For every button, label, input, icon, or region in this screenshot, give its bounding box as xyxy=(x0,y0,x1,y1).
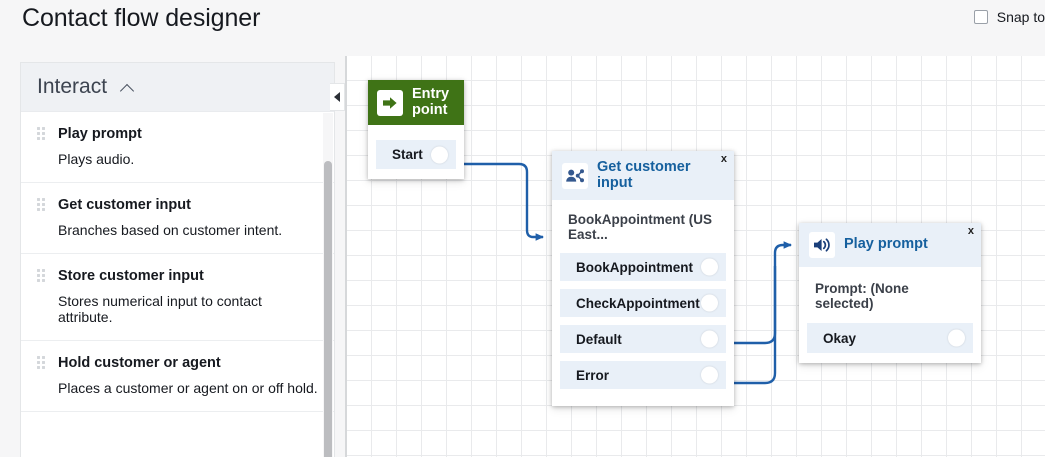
port-label: Error xyxy=(576,367,610,383)
arrow-right-enter-icon xyxy=(377,89,403,116)
sidebar-item-label: Store customer input xyxy=(58,268,204,284)
drag-handle-icon[interactable] xyxy=(37,127,45,141)
port-connector-dot[interactable] xyxy=(948,329,965,347)
node-title: Get customer input xyxy=(597,159,691,191)
sidebar-scrollbar[interactable] xyxy=(323,113,333,457)
node-ports: Start xyxy=(368,125,464,179)
port-connector-dot[interactable] xyxy=(701,258,718,276)
port-connector-dot[interactable] xyxy=(701,366,718,384)
chevron-up-icon[interactable] xyxy=(121,83,136,92)
flow-canvas[interactable]: Entry point Start xyxy=(347,56,1045,457)
flow-node-entry-point[interactable]: Entry point Start xyxy=(368,80,464,180)
node-subtitle: BookAppointment (US East... xyxy=(568,212,712,243)
port-label: CheckAppointment xyxy=(576,295,700,311)
sidebar-item-list: Play prompt Plays audio. Get customer in… xyxy=(21,112,334,412)
snap-to-label: Snap to xyxy=(996,9,1045,25)
drag-handle-icon[interactable] xyxy=(37,269,45,283)
snap-to-checkbox[interactable] xyxy=(973,10,988,24)
components-sidebar: Interact Play prompt Plays audio. xyxy=(20,62,335,457)
drag-handle-icon[interactable] xyxy=(37,198,45,212)
port-connector-dot[interactable] xyxy=(701,294,718,312)
sidebar-collapse-button[interactable] xyxy=(330,83,345,111)
speaker-icon xyxy=(809,232,835,258)
drag-handle-icon[interactable] xyxy=(37,356,45,370)
sidebar-item-label: Get customer input xyxy=(58,197,191,213)
node-title: Entry point xyxy=(412,86,450,118)
sidebar-item-play-prompt[interactable]: Play prompt Plays audio. xyxy=(21,112,334,183)
sidebar-item-get-customer-input[interactable]: Get customer input Branches based on cus… xyxy=(21,183,334,254)
close-icon[interactable]: x xyxy=(720,153,727,165)
port-label: Okay xyxy=(823,330,857,346)
sidebar-item-header: Play prompt xyxy=(37,126,318,142)
port-row-default[interactable]: Default xyxy=(560,325,726,354)
port-label: Start xyxy=(392,147,423,163)
close-icon[interactable]: x xyxy=(967,225,974,237)
sidebar-item-label: Play prompt xyxy=(58,126,142,142)
node-header: Play prompt x xyxy=(799,223,981,267)
port-connector-dot[interactable] xyxy=(701,330,718,348)
caret-left-icon xyxy=(334,92,340,102)
port-row-bookappointment[interactable]: BookAppointment xyxy=(560,253,726,282)
sidebar-section-title: Interact xyxy=(37,75,108,98)
sidebar-item-description: Branches based on customer intent. xyxy=(58,222,283,238)
top-bar: Contact flow designer Snap to xyxy=(0,0,1045,56)
port-label: Default xyxy=(576,331,622,347)
sidebar-section-header-interact[interactable]: Interact xyxy=(21,63,334,112)
sidebar-item-header: Store customer input xyxy=(37,268,318,284)
sidebar-item-hold-customer-or-agent[interactable]: Hold customer or agent Places a customer… xyxy=(21,341,334,412)
canvas-left-edge xyxy=(345,56,347,457)
sidebar-item-store-customer-input[interactable]: Store customer input Stores numerical in… xyxy=(21,254,334,341)
sidebar-item-header: Get customer input xyxy=(37,197,318,213)
sidebar-scrollbar-thumb[interactable] xyxy=(324,161,332,457)
port-row-okay[interactable]: Okay xyxy=(807,323,973,353)
sidebar-item-label: Hold customer or agent xyxy=(58,355,221,371)
snap-to-control[interactable]: Snap to xyxy=(973,9,1045,25)
page-title: Contact flow designer xyxy=(22,4,261,32)
port-connector-dot[interactable] xyxy=(431,146,448,164)
customer-branch-icon xyxy=(562,162,588,189)
node-title: Play prompt xyxy=(844,236,928,253)
sidebar-item-header: Hold customer or agent xyxy=(37,355,318,371)
sidebar-item-description: Places a customer or agent on or off hol… xyxy=(58,380,318,396)
port-row-error[interactable]: Error xyxy=(560,361,726,390)
port-row-start[interactable]: Start xyxy=(376,140,456,170)
sidebar-item-description: Stores numerical input to contact attrib… xyxy=(58,293,262,325)
flow-node-play-prompt[interactable]: Play prompt x Prompt: (None selected) Ok… xyxy=(799,223,981,363)
node-ports: Okay xyxy=(799,323,981,363)
flow-node-get-customer-input[interactable]: Get customer input x BookAppointment (US… xyxy=(552,151,734,407)
node-header: Entry point xyxy=(368,80,464,126)
node-header: Get customer input x xyxy=(552,151,734,201)
node-ports: BookAppointment CheckAppointment Default… xyxy=(552,253,734,406)
sidebar-item-description: Plays audio. xyxy=(58,151,135,167)
node-subtitle: Prompt: (None selected) xyxy=(815,281,909,311)
port-label: BookAppointment xyxy=(576,259,693,275)
port-row-checkappointment[interactable]: CheckAppointment xyxy=(560,289,726,318)
